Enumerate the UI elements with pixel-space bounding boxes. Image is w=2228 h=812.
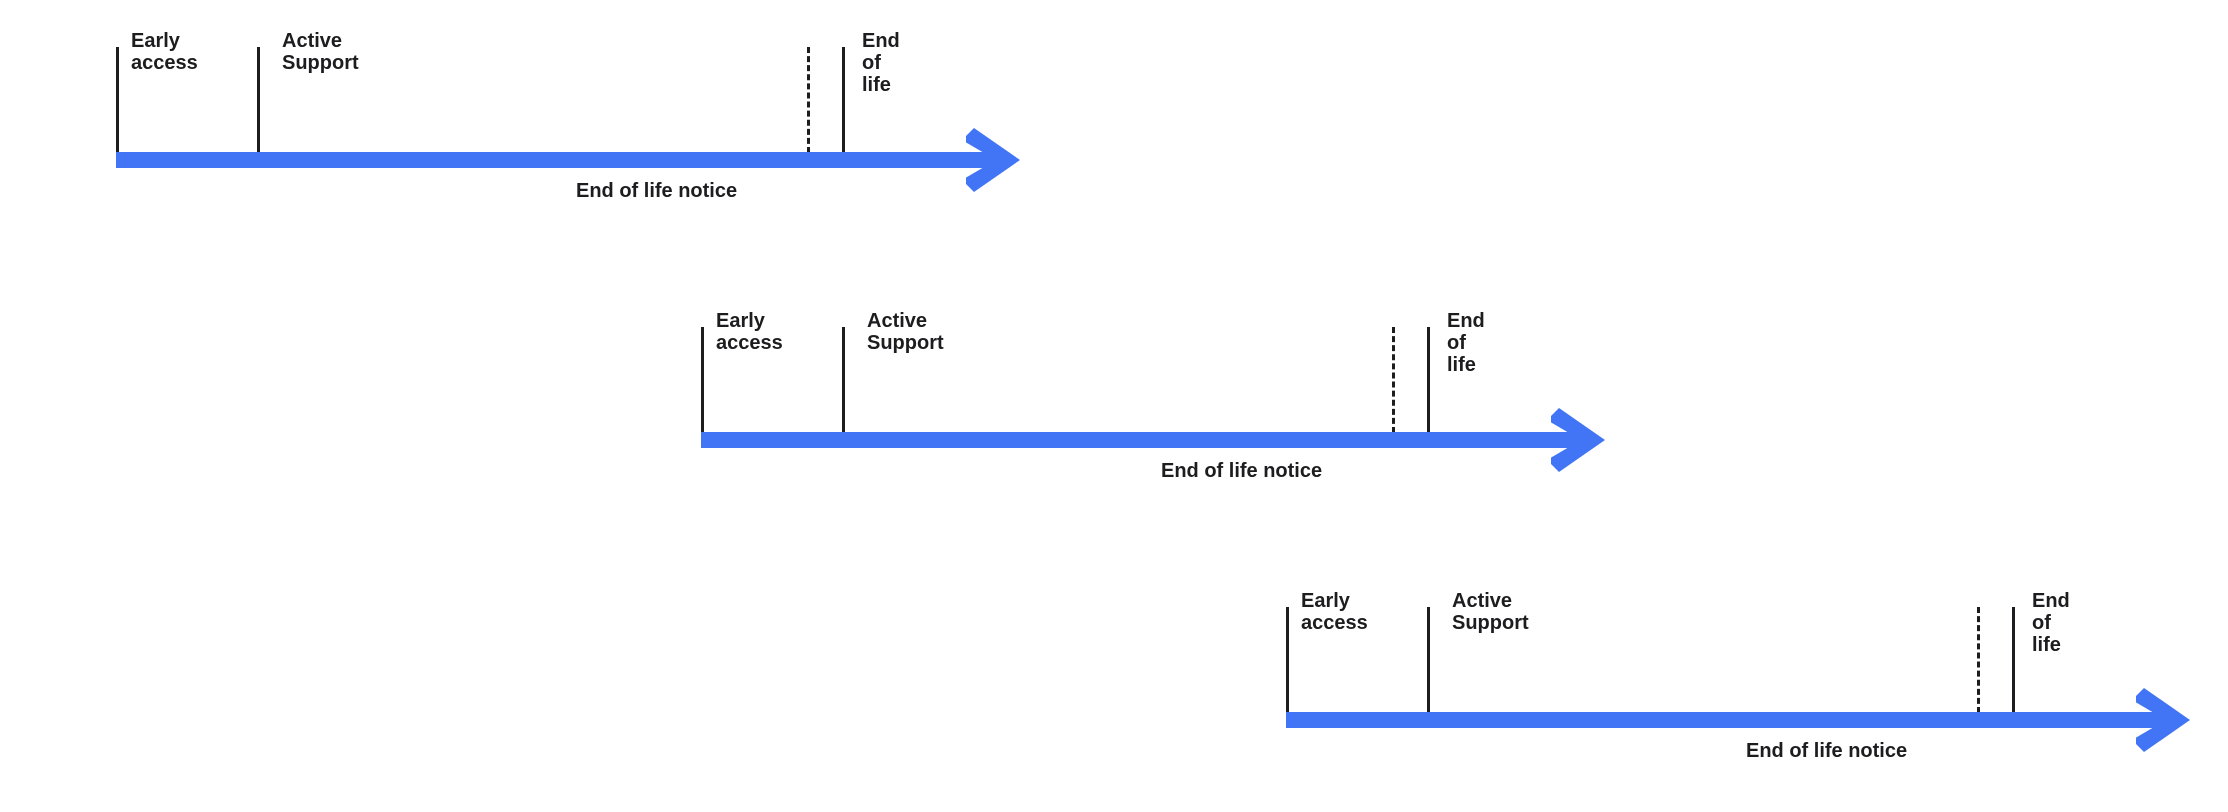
end-of-life-tick-v2 [1427, 327, 1430, 433]
timeline-arrow-head-icon-v3 [2136, 688, 2200, 752]
phase-label-early-access-v3: Early access [1301, 590, 1368, 634]
timeline-arrow-shaft-v1 [116, 152, 1000, 168]
phase-label-active-support-v3: Active Support [1452, 590, 1529, 634]
end-of-life-notice-marker-v1 [807, 47, 810, 153]
phase-label-active-support-v1: Active Support [282, 30, 359, 74]
timeline-arrow-head-icon-v2 [1551, 408, 1615, 472]
phase-label-early-access-v1: Early access [131, 30, 198, 74]
end-of-life-notice-label-v3: End of life notice [1746, 740, 1908, 762]
timeline-arrow-head-icon-v1 [966, 128, 1030, 192]
end-of-life-notice-label-v2: End of life notice [1161, 460, 1323, 482]
active-support-tick-v3 [1427, 607, 1430, 713]
phase-label-end-of-life-v3: End of life [2032, 590, 2070, 656]
phase-start-tick-v2 [701, 327, 704, 433]
end-of-life-notice-label-v1: End of life notice [576, 180, 738, 202]
end-of-life-notice-marker-v2 [1392, 327, 1395, 433]
timeline-arrow-shaft-v3 [1286, 712, 2170, 728]
phase-start-tick-v1 [116, 47, 119, 153]
timeline-arrow-shaft-v2 [701, 432, 1585, 448]
phase-label-end-of-life-v1: End of life [862, 30, 900, 96]
active-support-tick-v2 [842, 327, 845, 433]
phase-start-tick-v3 [1286, 607, 1289, 713]
end-of-life-tick-v3 [2012, 607, 2015, 713]
active-support-tick-v1 [257, 47, 260, 153]
phase-label-end-of-life-v2: End of life [1447, 310, 1485, 376]
end-of-life-tick-v1 [842, 47, 845, 153]
phase-label-active-support-v2: Active Support [867, 310, 944, 354]
end-of-life-notice-marker-v3 [1977, 607, 1980, 713]
phase-label-early-access-v2: Early access [716, 310, 783, 354]
